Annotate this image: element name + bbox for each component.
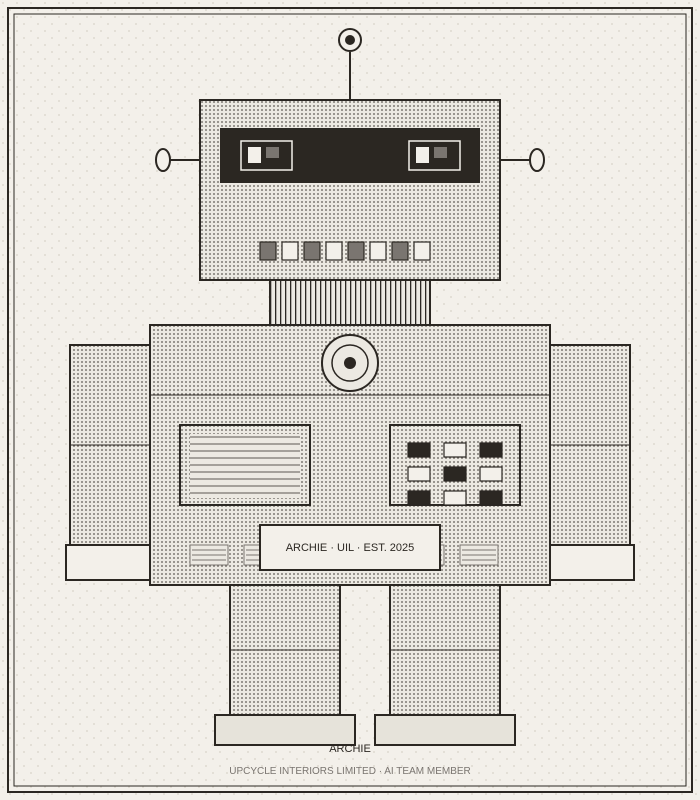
hand-right xyxy=(544,544,635,581)
foot-left xyxy=(214,714,356,746)
robot-name: ARCHIE xyxy=(329,743,371,755)
inner-frame xyxy=(13,13,687,787)
name-plate-text: ARCHIE · UIL · EST. 2025 xyxy=(286,542,415,554)
speaker-grille xyxy=(179,424,311,506)
outer-frame xyxy=(7,7,693,793)
arm-left xyxy=(65,344,156,581)
robot-neck xyxy=(269,279,431,327)
foot-right xyxy=(374,714,516,746)
arm-right xyxy=(544,344,635,581)
ear-left xyxy=(155,148,200,172)
chest-dial xyxy=(321,334,379,392)
leg-left xyxy=(214,584,356,746)
eye-left xyxy=(240,140,293,171)
hand-left xyxy=(65,544,156,581)
eye-right xyxy=(408,140,461,171)
name-plate: ARCHIE · UIL · EST. 2025 xyxy=(259,524,441,571)
control-panel xyxy=(389,424,521,506)
robot-head xyxy=(199,99,501,281)
ear-right xyxy=(500,148,545,172)
robot-subtitle: UPCYCLE INTERIORS LIMITED · AI TEAM MEMB… xyxy=(229,766,471,777)
mouth-lights xyxy=(259,241,431,261)
antenna xyxy=(338,28,362,100)
leg-right xyxy=(374,584,516,746)
robot-body: ARCHIE · UIL · EST. 2025 xyxy=(149,324,551,586)
